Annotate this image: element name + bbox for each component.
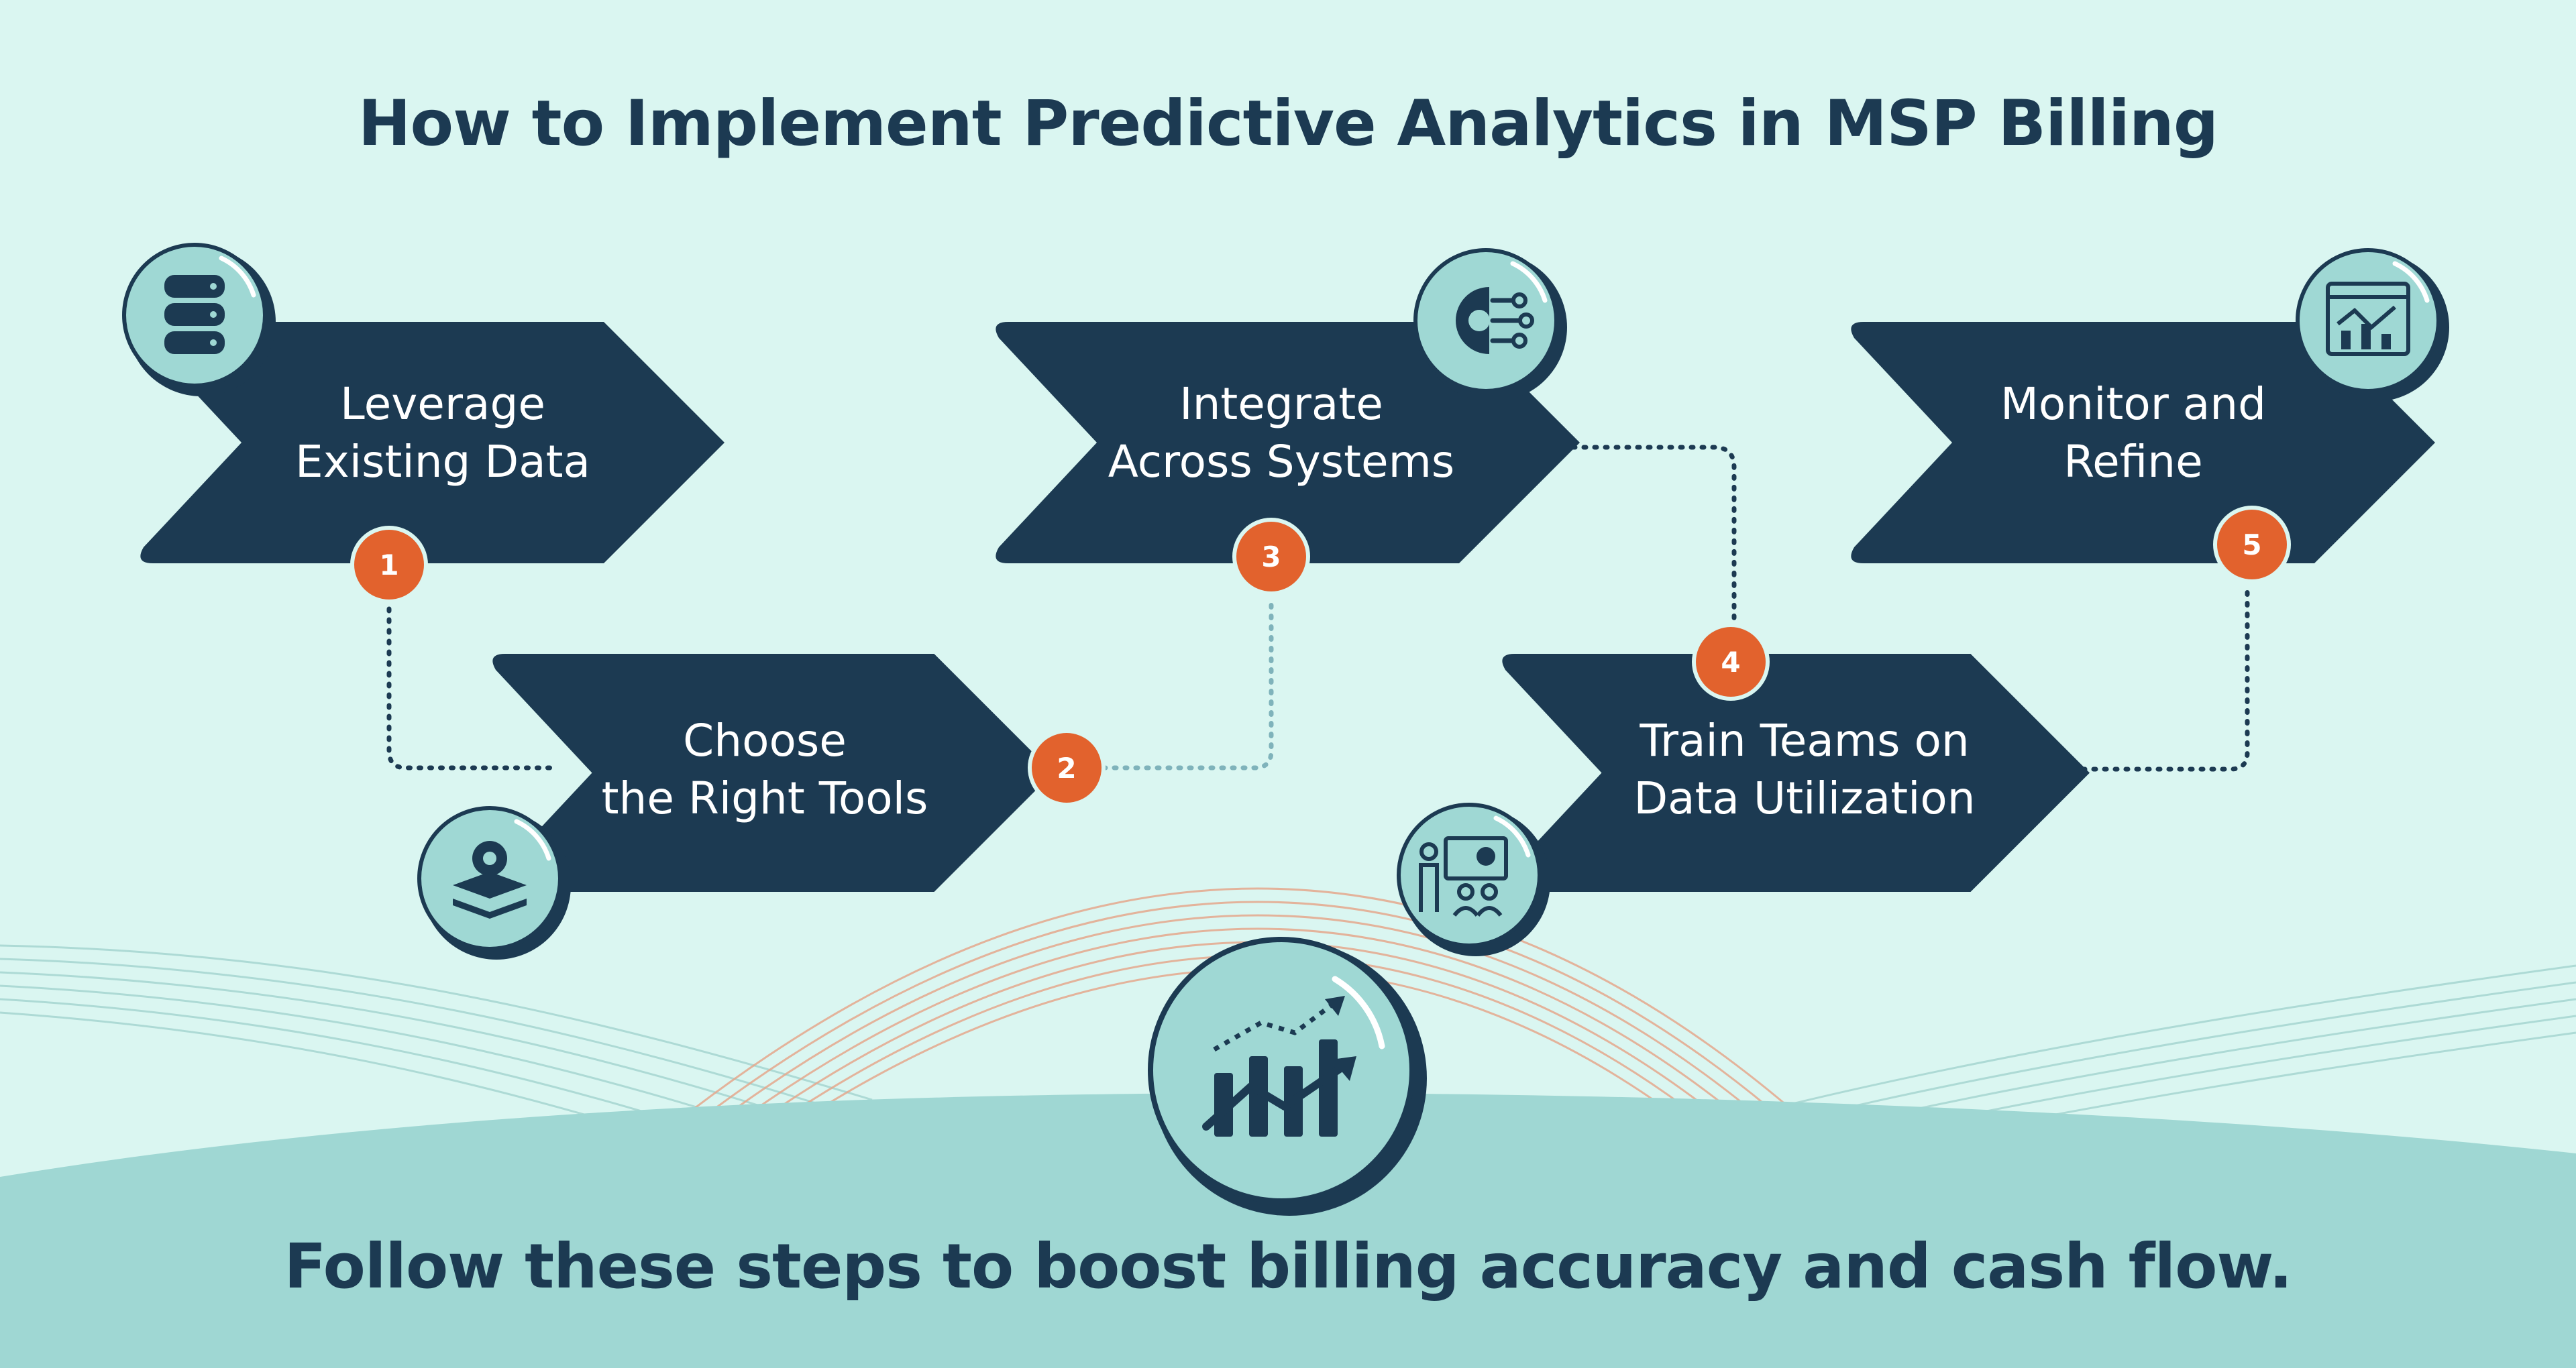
footer-tagline: Follow these steps to boost billing accu…	[284, 1231, 2293, 1302]
step-5-shape	[1851, 322, 2435, 563]
step-shapes	[140, 322, 2435, 892]
step-4-badge: 4	[1696, 627, 1766, 697]
step-2-badge: 2	[1032, 733, 1102, 803]
step-1-label: Leverage Existing Data	[295, 378, 590, 488]
connector-2-3	[1101, 594, 1274, 771]
step-4-label: Train Teams on Data Utilization	[1633, 715, 1976, 824]
dashboard-monitor-icon	[2296, 248, 2449, 402]
step-3-badge: 3	[1236, 522, 1306, 591]
step-4-shape	[1502, 654, 2090, 892]
gear-layers-icon	[417, 806, 571, 960]
step-icons	[122, 243, 2449, 960]
database-icon	[122, 243, 276, 396]
background-hill	[0, 1093, 2576, 1368]
step-connectors	[386, 445, 2250, 772]
connector-4-5	[2080, 587, 2250, 772]
connector-1-2	[386, 595, 553, 771]
step-2-label: Choose the Right Tools	[601, 715, 928, 824]
step-5-badge: 5	[2217, 510, 2287, 579]
step-1-badge: 1	[354, 530, 424, 600]
step-3-label: Integrate Across Systems	[1108, 378, 1455, 488]
page-title: How to Implement Predictive Analytics in…	[358, 87, 2218, 160]
integration-gear-icon	[1413, 248, 1567, 402]
growth-chart-icon	[1148, 937, 1427, 1216]
step-1-shape	[140, 322, 725, 563]
presentation-training-icon	[1397, 803, 1550, 956]
step-2-shape	[492, 654, 1053, 892]
step-3-shape	[996, 322, 1580, 563]
connector-3-4	[1570, 445, 1737, 626]
step-5-label: Monitor and Refine	[2000, 378, 2267, 488]
